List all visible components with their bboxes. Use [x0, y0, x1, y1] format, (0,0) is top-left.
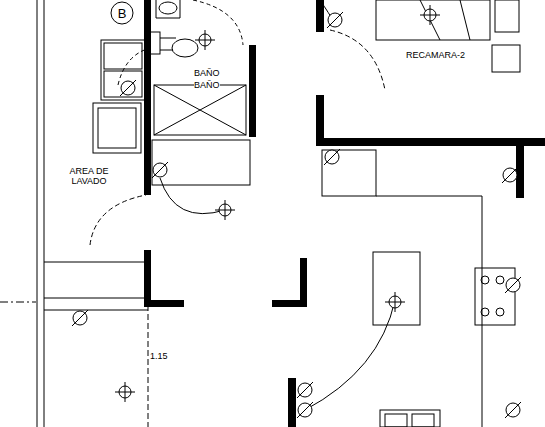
- room-label: BAÑO: [194, 80, 220, 90]
- room-label: RECAMARA-2: [406, 50, 465, 60]
- room-label: 1.15: [150, 351, 168, 361]
- room-label: BAÑO: [194, 68, 220, 78]
- symbol-circle: B: [110, 1, 134, 25]
- room-label: AREA DE LAVADO: [64, 166, 114, 186]
- symbol-letter: B: [118, 6, 127, 21]
